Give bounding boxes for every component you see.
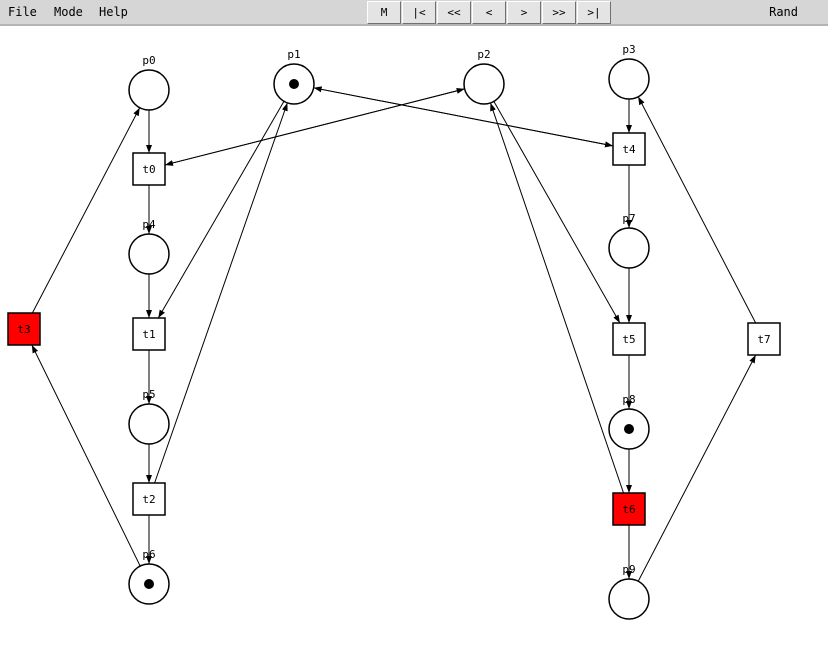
arc-t3-p0 <box>31 107 141 314</box>
fast-back-button[interactable]: << <box>437 1 471 24</box>
place-label: p0 <box>142 54 155 67</box>
transition-box[interactable] <box>612 492 646 526</box>
place-p8[interactable]: p8 <box>608 393 650 450</box>
transition-label: t4 <box>622 143 636 156</box>
transition-box[interactable] <box>612 322 646 356</box>
place-circle[interactable] <box>608 227 650 269</box>
place-label: p3 <box>622 43 635 56</box>
arc-p9-t7 <box>637 354 757 582</box>
transition-box[interactable] <box>747 322 781 356</box>
help-menu[interactable]: Help <box>99 5 128 19</box>
place-label: p1 <box>287 48 300 61</box>
transition-label: t5 <box>622 333 635 346</box>
transition-label: t6 <box>622 503 635 516</box>
place-label: p6 <box>142 548 155 561</box>
transition-t7[interactable]: t7 <box>747 322 781 356</box>
transition-box[interactable] <box>132 482 166 516</box>
transition-t1[interactable]: t1 <box>132 317 166 351</box>
token-dot <box>289 79 299 89</box>
token-dot <box>144 579 154 589</box>
place-circle[interactable] <box>463 63 505 105</box>
arc-p2-t0 <box>164 88 465 166</box>
transition-box[interactable] <box>132 152 166 186</box>
place-p3[interactable]: p3 <box>608 43 650 100</box>
place-circle[interactable] <box>608 58 650 100</box>
fast-forward-button[interactable]: >> <box>542 1 576 24</box>
transition-t0[interactable]: t0 <box>132 152 166 186</box>
token-dot <box>624 424 634 434</box>
transition-label: t3 <box>17 323 30 336</box>
nodes-layer: p0 p1 p2 p3 p4 p5 p6 p7 p8 p9 t0 t1 t2 t3 t4 t5 t6 t7 <box>7 43 781 620</box>
arc-t2-p1 <box>154 102 288 484</box>
place-label: p4 <box>142 218 156 231</box>
transition-t5[interactable]: t5 <box>612 322 646 356</box>
transition-label: t1 <box>142 328 155 341</box>
place-p4[interactable]: p4 <box>128 218 170 275</box>
place-label: p2 <box>477 48 490 61</box>
place-p0[interactable]: p0 <box>128 54 170 111</box>
place-label: p5 <box>142 388 155 401</box>
place-p7[interactable]: p7 <box>608 212 650 269</box>
place-p2[interactable]: p2 <box>463 48 505 105</box>
place-circle[interactable] <box>608 578 650 620</box>
place-p5[interactable]: p5 <box>128 388 170 445</box>
place-p9[interactable]: p9 <box>608 563 650 620</box>
place-p6[interactable]: p6 <box>128 548 170 605</box>
place-label: p7 <box>622 212 635 225</box>
m-button[interactable]: M <box>367 1 401 24</box>
transition-label: t0 <box>142 163 155 176</box>
playback-toolbar: M |< << < > >> >| <box>367 0 612 26</box>
arc-t4-p1 <box>313 86 614 147</box>
transition-box[interactable] <box>612 132 646 166</box>
arcs-layer <box>31 86 757 582</box>
place-circle[interactable] <box>128 403 170 445</box>
rand-button[interactable]: Rand <box>769 5 798 19</box>
transition-label: t7 <box>757 333 770 346</box>
arc-p6-t3 <box>31 344 141 567</box>
transition-box[interactable] <box>132 317 166 351</box>
transition-t6[interactable]: t6 <box>612 492 646 526</box>
place-p1[interactable]: p1 <box>273 48 315 105</box>
place-label: p9 <box>622 563 635 576</box>
first-step-button[interactable]: |< <box>402 1 436 24</box>
arc-p2-t5 <box>493 101 621 324</box>
transition-label: t2 <box>142 493 155 506</box>
place-circle[interactable] <box>128 233 170 275</box>
petri-net-canvas[interactable]: p0 p1 p2 p3 p4 p5 p6 p7 p8 p9 t0 t1 t2 t3 t4 t5 t6 t7 <box>0 26 828 664</box>
arc-t7-p3 <box>637 96 757 324</box>
transition-box[interactable] <box>7 312 41 346</box>
transition-t3[interactable]: t3 <box>7 312 41 346</box>
transition-t4[interactable]: t4 <box>612 132 646 166</box>
place-circle[interactable] <box>128 69 170 111</box>
arc-t6-p2 <box>489 102 625 494</box>
mode-menu[interactable]: Mode <box>54 5 83 19</box>
step-back-button[interactable]: < <box>472 1 506 24</box>
arc-p1-t1 <box>157 101 285 319</box>
file-menu[interactable]: File <box>8 5 37 19</box>
menu-bar: File Mode Help M |< << < > >> >| Rand <box>0 0 828 26</box>
place-label: p8 <box>622 393 635 406</box>
transition-t2[interactable]: t2 <box>132 482 166 516</box>
last-step-button[interactable]: >| <box>577 1 611 24</box>
step-forward-button[interactable]: > <box>507 1 541 24</box>
